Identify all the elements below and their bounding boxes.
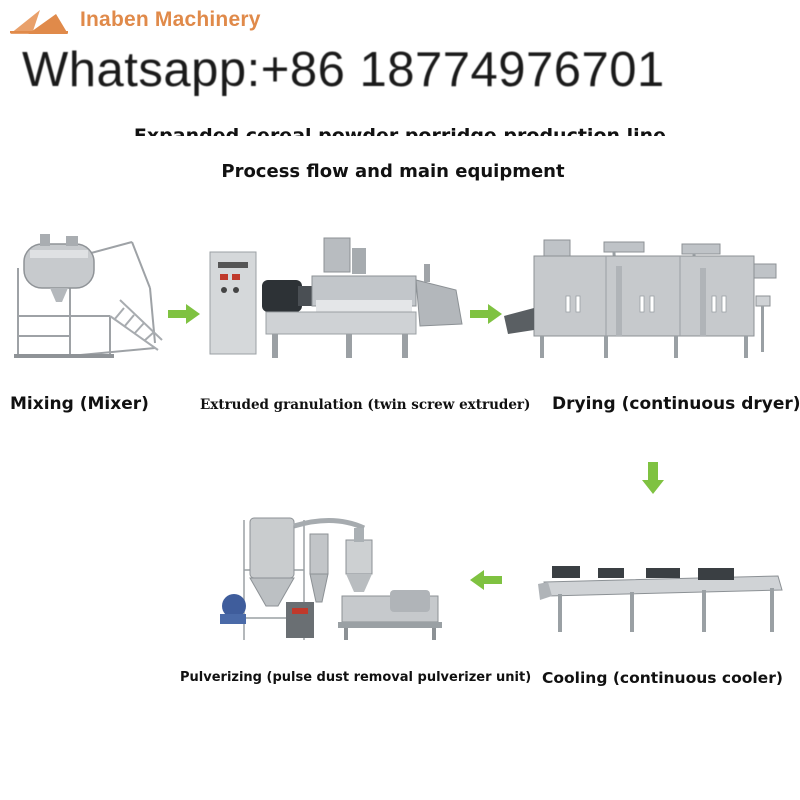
dryer-machine-image bbox=[504, 239, 777, 358]
extruder-machine-image bbox=[209, 237, 463, 358]
arrow-down-icon bbox=[642, 462, 664, 494]
arrow-right-icon bbox=[470, 304, 502, 324]
brand-mark-icon bbox=[10, 10, 68, 34]
pulverizer-machine-image bbox=[220, 517, 442, 640]
arrow-right-icon bbox=[168, 304, 200, 324]
arrow-left-icon bbox=[470, 570, 502, 590]
step-label-mixing: Mixing (Mixer) bbox=[10, 394, 149, 414]
brand-logo: Inaben Machinery bbox=[10, 4, 300, 38]
step-label-pulverizing: Pulverizing (pulse dust removal pulveriz… bbox=[180, 670, 532, 685]
step-label-extruding: Extruded granulation (twin screw extrude… bbox=[200, 397, 531, 413]
contact-whatsapp: Whatsapp:+86 18774976701 bbox=[22, 43, 665, 97]
step-label-cooling: Cooling (continuous cooler) bbox=[542, 669, 783, 687]
subtitle-text: Expanded cereal powder porridge producti… bbox=[133, 125, 667, 136]
step-label-drying: Drying (continuous dryer) bbox=[552, 394, 800, 414]
document-heading: Process flow and main equipment bbox=[221, 161, 565, 182]
cooler-machine-image bbox=[538, 566, 783, 632]
mixer-machine-image bbox=[14, 234, 163, 358]
document-subtitle: Expanded cereal powder porridge producti… bbox=[0, 114, 800, 136]
brand-name: Inaben Machinery bbox=[80, 8, 261, 31]
